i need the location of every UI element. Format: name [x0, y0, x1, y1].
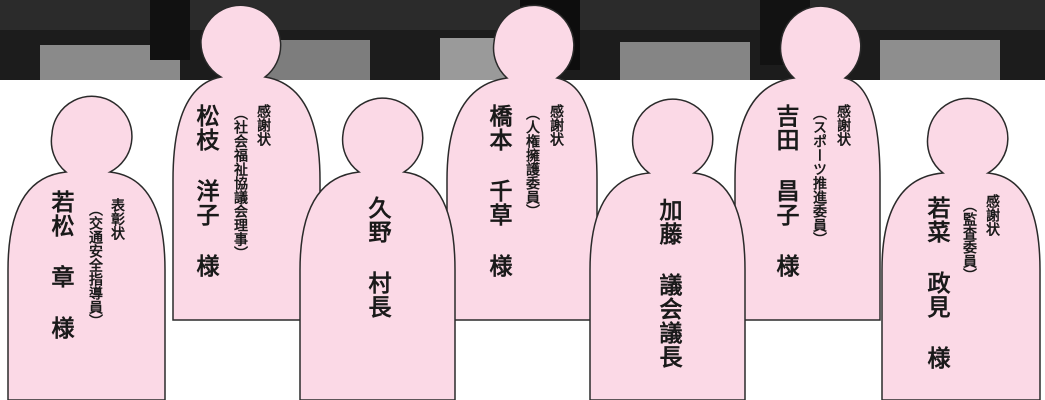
award-label: 感謝状 [835, 104, 851, 146]
silhouette-6 [734, 5, 881, 321]
name-label: 吉田 昌子 様 [772, 104, 798, 278]
role-label: （交通安全指導員） [87, 202, 103, 328]
role-label: （スポーツ推進委員） [811, 106, 827, 246]
role-label: （監査委員） [961, 198, 977, 282]
name-label: 若松 章 様 [47, 190, 73, 340]
silhouette-3 [299, 97, 456, 400]
name-label: 橋本 千草 様 [485, 104, 511, 278]
role-label: （社会福祉協議会理事） [232, 106, 248, 260]
name-label: 松枝 洋子 様 [192, 104, 218, 278]
name-label: 加藤 議会議長 [655, 198, 681, 369]
role-label: （人権擁護委員） [524, 106, 540, 218]
award-label: 感謝状 [548, 104, 564, 146]
silhouette-5 [589, 98, 746, 400]
silhouette-7 [881, 97, 1041, 400]
name-label: 久野 村長 [364, 196, 390, 319]
silhouette-4 [446, 4, 598, 321]
award-label: 感謝状 [255, 104, 271, 146]
award-label: 感謝状 [984, 194, 1000, 236]
name-label: 若菜 政見 様 [923, 196, 949, 370]
award-label: 表彰状 [109, 198, 125, 240]
silhouette-2 [172, 4, 321, 321]
silhouette-1 [7, 95, 166, 400]
